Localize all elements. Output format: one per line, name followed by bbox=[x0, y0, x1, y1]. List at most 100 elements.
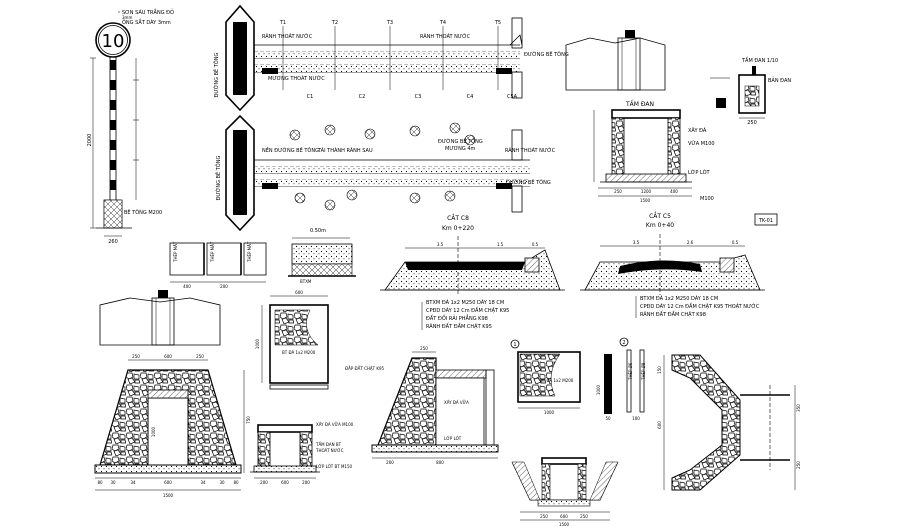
headwall-left: 250 600 250 80 30 34 600 34 30 80 1500 7… bbox=[94, 354, 251, 498]
plan-top-drain-2: RÃNH THOÁT NƯỚC bbox=[420, 33, 471, 40]
slab-plan-dim-2: 1000 bbox=[255, 338, 260, 349]
c8-layer-1: BTXM ĐÁ 1x2 M250 DÀY 18 CM bbox=[426, 299, 504, 306]
c5-layer-2: CPĐD DÀY 12 Cm ĐẦM CHẶT K95 THOÁT NƯỚC bbox=[640, 302, 760, 310]
inlet-note-2: XÂY ĐÁ VỮA bbox=[444, 400, 469, 405]
small-box-dim-3: 200 bbox=[302, 480, 310, 485]
cross-section-c8: CẮT C8 Km 0+220 3.5 1.5 0.5 BTXM ĐÁ 1x2 … bbox=[380, 214, 565, 330]
inlet-note-1: ĐẮP ĐẤT CHẶT K95 bbox=[345, 366, 384, 371]
trench-section: 250 600 250 1500 bbox=[511, 457, 619, 527]
small-box-dim-1: 200 bbox=[260, 480, 268, 485]
plan-top-stations: T1 T2 T3 T4 T5 C1 C2 C3 C4 C5A bbox=[279, 20, 518, 100]
box-culvert-title: TẤM ĐAN bbox=[625, 100, 654, 108]
sign-base-label: BÊ TÔNG M200 bbox=[124, 208, 162, 216]
slab-plan-label: BT ĐÁ 1x2 M200 bbox=[282, 350, 316, 355]
tree-symbols bbox=[289, 122, 476, 211]
headwall-dim-top-3: 250 bbox=[196, 354, 204, 359]
sign-post-detail: 10 2000 SƠN SÁU TRẮNG ĐỎ ÔNG SẮT DÀY 3mm… bbox=[87, 8, 174, 245]
sign-note-2: ÔNG SẮT DÀY 3mm bbox=[122, 18, 171, 26]
box-culvert-dim-2: 1200 bbox=[641, 189, 652, 194]
pavement-detail: 0.50m BTXM bbox=[288, 228, 356, 284]
road-plan-mid: ĐƯỜNG BÊ TÔNG NỀN ĐƯỜNG BÊ TÔNG TÁI THÀN… bbox=[214, 114, 556, 232]
cross-section-c5: CẮT C5 Km 0+40 TK-01 3.5 2.6 0.5 BTXM ĐÁ… bbox=[580, 212, 778, 318]
station-t4: T4 bbox=[439, 20, 446, 26]
c5-layer-1: BTXM ĐÁ 1x2 M250 DÀY 18 CM bbox=[640, 295, 718, 302]
plan-mid-right-label: ĐƯỜNG BÊ TÔNG bbox=[506, 178, 551, 186]
headwall-dim-bottom-1: 80 bbox=[97, 480, 103, 485]
plan-top-drain-3: MƯƠNG THOÁT NƯỚC bbox=[268, 75, 325, 82]
plan-mid-left-label: ĐƯỜNG BÊ TÔNG bbox=[214, 156, 222, 201]
trench-dim-2: 600 bbox=[560, 514, 568, 519]
station-c4: C4 bbox=[467, 94, 474, 100]
small-detail-dim: 250 bbox=[747, 120, 757, 126]
slab-detail-small: TẤM ĐAN 1/10 BẢN ĐAN 250 bbox=[710, 56, 791, 126]
slab-detail-tag-1: 1 bbox=[513, 342, 516, 348]
sign-note-3: 3mm bbox=[122, 15, 132, 20]
small-detail-label-2: BẢN ĐAN bbox=[768, 76, 791, 84]
headwall-side-dim: 1000 bbox=[151, 426, 156, 437]
joint-detail: THÉP MẶT THÉP MẶT THÉP MẶT 400 200 bbox=[169, 241, 267, 289]
station-t2: T2 bbox=[331, 20, 338, 26]
section-c5-station: Km 0+40 bbox=[646, 222, 674, 229]
rebar-dim-3: 50 bbox=[605, 416, 611, 421]
sign-pole bbox=[109, 56, 117, 203]
small-box-note-4: LỚP LÓT BT M150 bbox=[316, 464, 353, 469]
box-culvert-side-note: M100 bbox=[700, 196, 714, 202]
box-culvert-note-1: XÂY ĐÁ bbox=[688, 127, 707, 134]
station-t3: T3 bbox=[386, 20, 393, 26]
box-culvert-dim-4: 1500 bbox=[640, 198, 651, 203]
box-culvert-dim-3: 400 bbox=[670, 189, 678, 194]
plan-top-drain-1: RÃNH THOÁT NƯỚC bbox=[262, 33, 313, 40]
trench-dim-3: 250 bbox=[580, 514, 588, 519]
headwall-height: 750 bbox=[246, 416, 251, 424]
wing-dim-1: 150 bbox=[657, 366, 662, 374]
slab-detail-label: BT ĐÁ 1x2 M200 bbox=[540, 378, 574, 383]
headwall-dim-bottom-4: 600 bbox=[164, 480, 172, 485]
sign-height-dim: 2000 bbox=[87, 134, 93, 147]
joint-label-1: THÉP MẶT bbox=[173, 241, 178, 263]
small-box-dim-2: 600 bbox=[281, 480, 289, 485]
sign-base-dim: 260 bbox=[108, 239, 118, 245]
section-c5-dim-2: 2.6 bbox=[687, 240, 694, 245]
c8-layer-4: RÃNH ĐẤT ĐẦM CHẶT K95 bbox=[426, 322, 492, 330]
pavement-label: BTXM bbox=[300, 279, 312, 284]
section-c8-dim-2: 1.5 bbox=[497, 242, 504, 247]
slab-detail: 1 BT ĐÁ 1x2 M200 1000 bbox=[510, 339, 581, 415]
headwall-dim-top-1: 250 bbox=[132, 354, 140, 359]
box-culvert-dim-1: 250 bbox=[614, 189, 622, 194]
sign-note-1: SƠN SÁU TRẮNG ĐỎ bbox=[122, 8, 174, 16]
rebar-label-1: THÉP Ø6 bbox=[628, 362, 633, 381]
box-culvert-note-3: LỚP LÓT bbox=[688, 169, 710, 176]
rebar-dim-1: 1000 bbox=[596, 384, 601, 395]
plan-top-right-label: ĐƯỜNG BÊ TÔNG bbox=[524, 50, 569, 58]
section-c5-tag: TK-01 bbox=[758, 218, 773, 224]
wing-dim-4: 250 bbox=[796, 461, 801, 469]
plan-mid-label-2: TÁI THÀNH RÃNH SAU bbox=[317, 147, 373, 154]
joint-dim-2: 200 bbox=[220, 284, 228, 289]
section-c8-legend: BTXM ĐÁ 1x2 M250 DÀY 18 CM CPĐD DÀY 12 C… bbox=[421, 299, 509, 330]
c5-layer-3: RÃNH ĐẤT ĐẦM CHẶT K98 bbox=[640, 310, 706, 318]
box-culvert-note-2: VỮA M100 bbox=[688, 140, 715, 147]
slab-detail-dim: 1000 bbox=[544, 410, 555, 415]
plan-mid-label-4: RÃNH THOÁT NƯỚC bbox=[505, 147, 556, 154]
slab-plan: BT ĐÁ 1x2 M200 600 1000 bbox=[255, 290, 329, 390]
pavement-dim: 0.50m bbox=[310, 228, 326, 234]
headwall-dim-bottom-2: 30 bbox=[110, 480, 116, 485]
section-c8-station: Km 0+220 bbox=[442, 225, 474, 232]
plan-mid-label-5: MƯƠNG 4m bbox=[445, 146, 476, 152]
inlet-dim-1: 250 bbox=[420, 346, 428, 351]
box-culvert-section: TẤM ĐAN XÂY ĐÁ VỮA M100 LỚP LÓT M100 250… bbox=[593, 100, 715, 203]
slab-plan-dim-1: 600 bbox=[295, 290, 303, 295]
headwall-total: 1500 bbox=[163, 493, 174, 498]
section-c8-dim-3: 0.5 bbox=[532, 242, 539, 247]
wing-dim-2: 600 bbox=[657, 421, 662, 429]
section-c8-title: CẮT C8 bbox=[447, 214, 469, 222]
section-c5-dim-1: 3.5 bbox=[633, 240, 640, 245]
inlet-section: ĐẮP ĐẤT CHẶT K95 250 XÂY ĐÁ VỮA LỚP LÓT … bbox=[345, 346, 499, 465]
wall-elevation-left bbox=[99, 290, 221, 346]
inlet-dim-3: 200 bbox=[386, 460, 394, 465]
section-c5-legend: BTXM ĐÁ 1x2 M250 DÀY 18 CM CPĐD DÀY 12 C… bbox=[635, 295, 760, 318]
section-c5-title: CẮT C5 bbox=[649, 212, 671, 220]
joint-label-3: THÉP MẶT bbox=[247, 241, 252, 263]
station-t1: T1 bbox=[279, 20, 286, 26]
